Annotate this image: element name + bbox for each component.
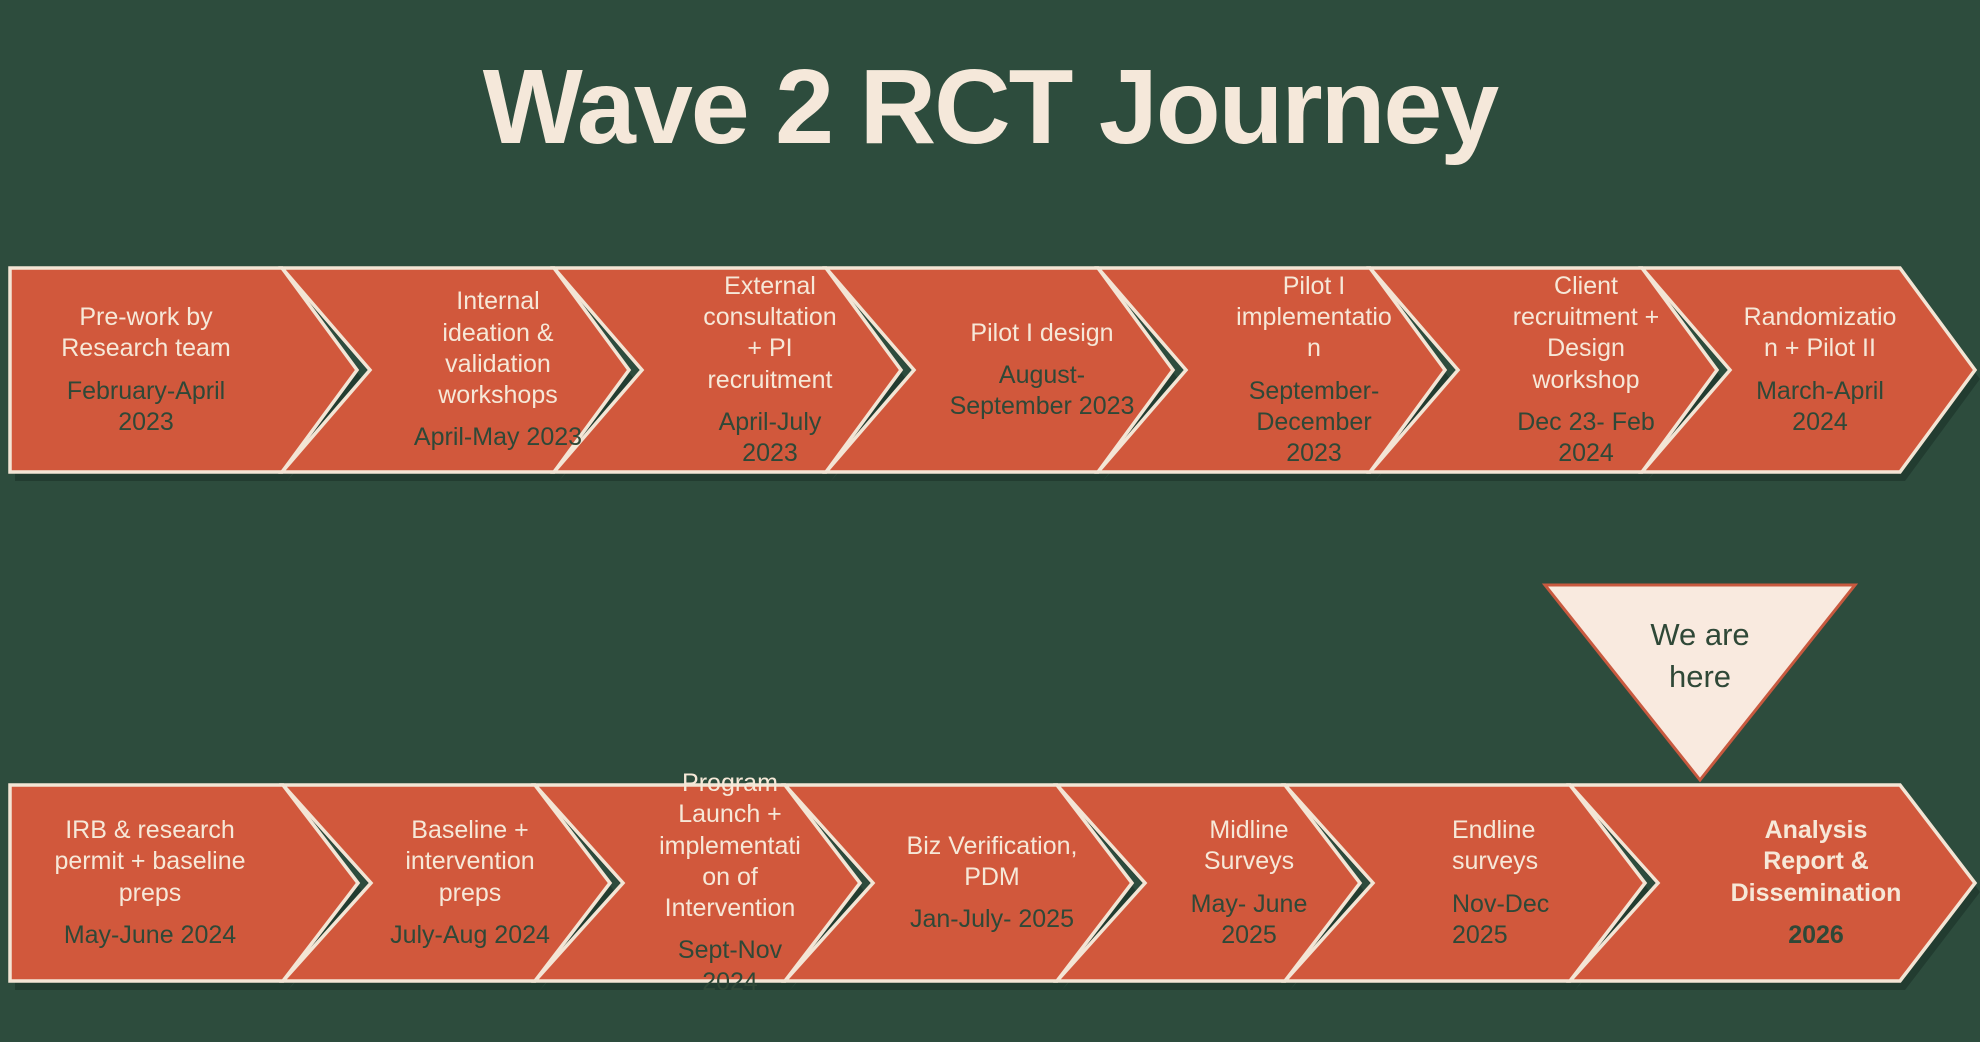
step-r1c2: Internal ideation & validation workshops… bbox=[373, 268, 623, 472]
step-date: August- September 2023 bbox=[949, 360, 1135, 421]
step-label: Randomizatio n + Pilot II bbox=[1743, 303, 1897, 363]
step-r2c5: Midline Surveys May- June 2025 bbox=[1124, 785, 1374, 981]
step-r2c2: Baseline + intervention preps July-Aug 2… bbox=[345, 785, 595, 981]
step-r1c1: Pre-work by Research team February-April… bbox=[21, 268, 271, 472]
step-r2c4: Biz Verification, PDM Jan-July- 2025 bbox=[867, 785, 1117, 981]
step-date: July-Aug 2024 bbox=[390, 920, 550, 949]
step-r2c3: Program Launch + implementati on of Inte… bbox=[605, 769, 855, 996]
we-are-here-marker bbox=[1541, 583, 1859, 783]
step-label: Pre-work by Research team bbox=[61, 303, 231, 363]
step-date: May- June 2025 bbox=[1190, 889, 1308, 949]
step-r1c6: Client recruitment + Design workshop Dec… bbox=[1461, 268, 1711, 472]
step-label: Internal ideation & validation workshops bbox=[438, 287, 558, 410]
step-r1c5: Pilot I implementatio n September- Decem… bbox=[1189, 268, 1439, 472]
step-label: External consultation + PI recruitment bbox=[703, 271, 837, 394]
marker-label: We are here bbox=[1650, 617, 1750, 694]
step-r1c4: Pilot I design August- September 2023 bbox=[917, 268, 1167, 472]
step-label: Pilot I implementatio n bbox=[1236, 271, 1392, 363]
step-label: Baseline + intervention preps bbox=[405, 816, 535, 907]
step-label: Biz Verification, PDM bbox=[906, 831, 1078, 891]
step-label: IRB & research permit + baseline preps bbox=[54, 816, 246, 907]
step-label: Client recruitment + Design workshop bbox=[1512, 271, 1660, 394]
step-r1c7: Randomizatio n + Pilot II March-April 20… bbox=[1695, 268, 1945, 472]
step-label: Endline surveys bbox=[1452, 816, 1539, 876]
step-r2c7: Analysis Report & Dissemination 2026 bbox=[1691, 785, 1941, 981]
step-date: 2026 bbox=[1788, 920, 1844, 949]
step-date: September- December 2023 bbox=[1248, 376, 1380, 468]
step-date: March-April 2024 bbox=[1756, 376, 1884, 436]
step-date: April-July 2023 bbox=[718, 407, 822, 467]
step-date: Jan-July- 2025 bbox=[910, 905, 1074, 934]
step-date: Sept-Nov 2024 bbox=[677, 936, 783, 996]
step-date: May-June 2024 bbox=[63, 920, 237, 949]
step-date: April-May 2023 bbox=[413, 423, 583, 452]
step-r2c1: IRB & research permit + baseline preps M… bbox=[25, 785, 275, 981]
step-label: Pilot I design bbox=[970, 318, 1114, 347]
step-r1c3: External consultation + PI recruitment A… bbox=[645, 268, 895, 472]
slide-title: Wave 2 RCT Journey bbox=[482, 48, 1499, 166]
step-r2c6: Endline surveys Nov-Dec 2025 bbox=[1452, 785, 1587, 981]
step-label: Midline Surveys bbox=[1203, 816, 1295, 876]
step-date: February-April 2023 bbox=[66, 376, 226, 436]
step-label: Program Launch + implementati on of Inte… bbox=[659, 769, 801, 923]
step-date: Nov-Dec 2025 bbox=[1452, 889, 1550, 949]
marker-triangle bbox=[1541, 583, 1859, 783]
step-date: Dec 23- Feb 2024 bbox=[1517, 407, 1655, 467]
step-label: Analysis Report & Dissemination bbox=[1730, 816, 1902, 907]
